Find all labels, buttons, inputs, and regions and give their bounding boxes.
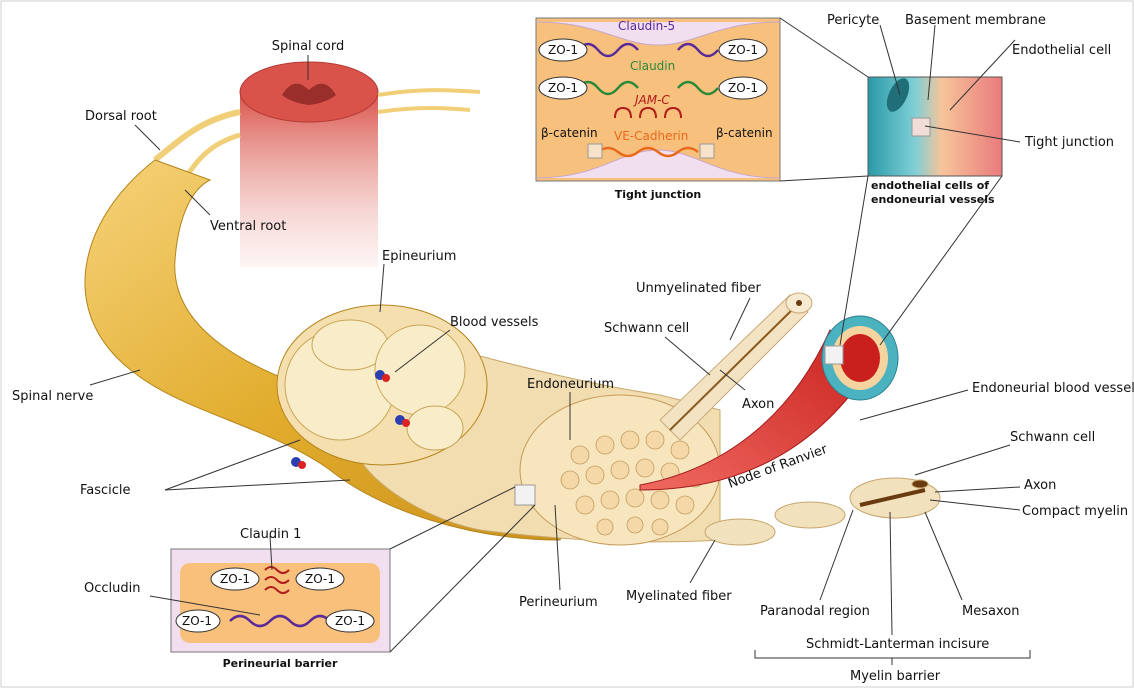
tj-zo1-c: ZO-1 xyxy=(548,81,578,95)
label-epineurium: Epineurium xyxy=(382,249,456,264)
label-mesaxon: Mesaxon xyxy=(962,604,1019,619)
label-ventral-root: Ventral root xyxy=(210,219,286,234)
tj-zo1-d: ZO-1 xyxy=(728,81,758,95)
tj-claudin: Claudin xyxy=(630,59,675,73)
label-compact-myelin: Compact myelin xyxy=(1022,504,1128,519)
label-endothelial-cells-line1: endothelial cells of xyxy=(871,179,989,192)
label-schwann-cell-top: Schwann cell xyxy=(604,321,689,336)
label-myelin-barrier: Myelin barrier xyxy=(850,669,941,684)
label-endoneurial-blood-vessel: Endoneurial blood vessel xyxy=(972,381,1134,396)
label-perineurium: Perineurium xyxy=(519,595,598,610)
label-myelinated-fiber: Myelinated fiber xyxy=(626,589,732,604)
label-axon-top: Axon xyxy=(742,397,774,412)
tj-zo1-b: ZO-1 xyxy=(728,43,758,57)
endothelial-detail xyxy=(868,75,1002,176)
tj-jamc: JAM-C xyxy=(633,93,670,107)
tj-zo1-a: ZO-1 xyxy=(548,43,578,57)
spinal-cord-illustration xyxy=(155,62,480,267)
tj-vecadherin: VE-Cadherin xyxy=(614,129,688,143)
label-endothelial-cell: Endothelial cell xyxy=(1012,43,1111,58)
perineurial-panel xyxy=(171,549,390,652)
pb-claudin1: Claudin 1 xyxy=(240,527,301,542)
tj-beta-catenin-right: β-catenin xyxy=(716,126,773,140)
pb-zo1-a: ZO-1 xyxy=(220,572,250,586)
label-paranodal-region: Paranodal region xyxy=(760,604,870,619)
label-spinal-cord: Spinal cord xyxy=(272,39,345,54)
tj-claudin5: Claudin-5 xyxy=(618,19,675,33)
label-dorsal-root: Dorsal root xyxy=(85,109,157,124)
label-tight-junction-right: Tight junction xyxy=(1024,135,1114,150)
tj-beta-catenin-left: β-catenin xyxy=(541,126,598,140)
label-unmyelinated-fiber: Unmyelinated fiber xyxy=(636,281,761,296)
label-schmidt-lanterman: Schmidt-Lanterman incisure xyxy=(806,637,989,652)
label-fascicle: Fascicle xyxy=(80,483,131,498)
label-blood-vessels: Blood vessels xyxy=(450,315,539,330)
label-schwann-cell-right: Schwann cell xyxy=(1010,430,1095,445)
pb-zo1-b: ZO-1 xyxy=(305,572,335,586)
label-spinal-nerve: Spinal nerve xyxy=(12,389,93,404)
label-basement-membrane: Basement membrane xyxy=(905,13,1046,28)
label-pericyte: Pericyte xyxy=(827,13,879,28)
pb-title: Perineurial barrier xyxy=(223,657,338,670)
pb-zo1-d: ZO-1 xyxy=(335,614,365,628)
pb-zo1-c: ZO-1 xyxy=(182,614,212,628)
label-axon-right: Axon xyxy=(1024,478,1056,493)
label-endothelial-cells-line2: endoneurial vessels xyxy=(871,193,995,206)
pb-occludin: Occludin xyxy=(84,581,140,596)
label-endoneurium: Endoneurium xyxy=(527,377,614,392)
tj-title: Tight junction xyxy=(615,188,701,201)
